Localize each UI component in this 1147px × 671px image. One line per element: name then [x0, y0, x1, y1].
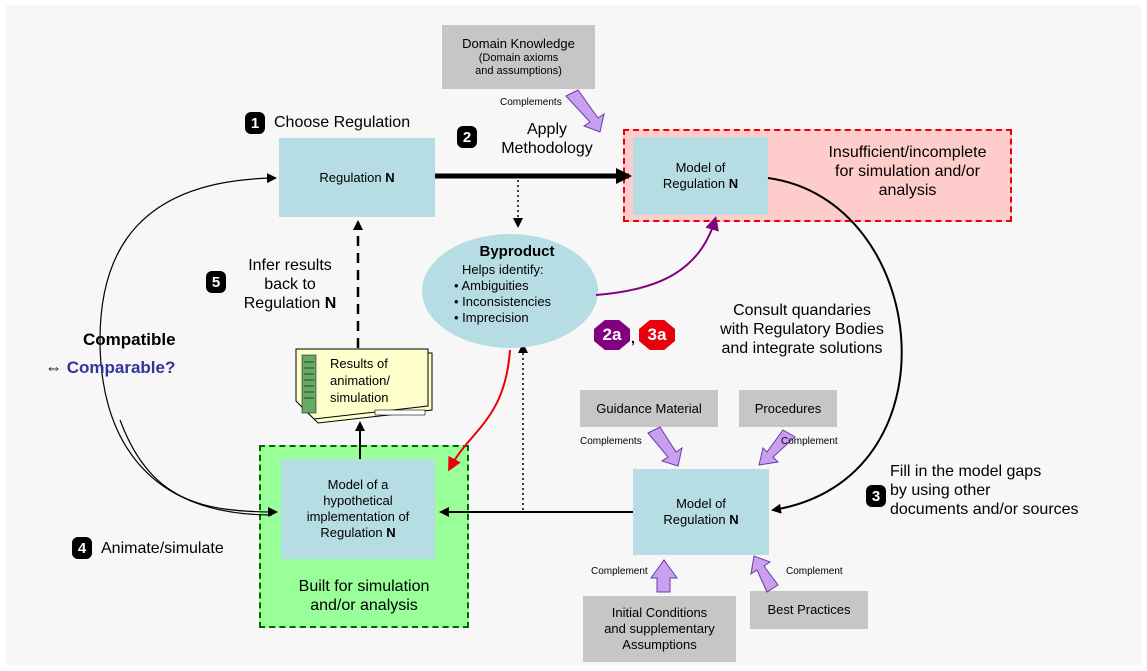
complement-initial-label: Complement — [591, 566, 648, 577]
step-5-line3: Regulation — [243, 295, 325, 312]
insufficient-line3: analysis — [878, 181, 937, 199]
hypothetical-model-box: Model of a hypothetical implementation o… — [281, 459, 435, 559]
regulation-box: Regulation N — [279, 138, 435, 217]
consult-line2: with Regulatory Bodies — [720, 321, 884, 338]
model-top-n: N — [728, 176, 739, 191]
step-3-line2: by using other — [890, 482, 991, 499]
guidance-material-box: Guidance Material — [580, 390, 718, 427]
insufficient-line1: Insufficient/incomplete — [828, 143, 987, 161]
procedures-label: Procedures — [754, 400, 822, 416]
byproduct-item-text: Ambiguities — [461, 278, 529, 293]
badge-2a: 2a — [594, 320, 630, 350]
compatible-label: Compatible — [83, 330, 176, 349]
byproduct-item: • Ambiguities — [454, 278, 529, 293]
initial-conditions-line3: Assumptions — [622, 637, 697, 652]
equivalence-symbol: ⇔ — [45, 358, 62, 377]
compatible-loop-lower — [119, 419, 278, 517]
consult-line3: and integrate solutions — [721, 340, 883, 357]
model-bottom-line2: Regulation — [663, 512, 730, 527]
procedures-complement-arrow — [758, 429, 796, 466]
model-bottom-n: N — [729, 512, 739, 527]
results-line1: Results of — [330, 356, 388, 371]
fill-gaps-curve — [767, 177, 903, 514]
step-2-line1: Apply — [526, 121, 568, 138]
initial-conditions-line2: and supplementary — [604, 621, 715, 636]
step-3-label: Fill in the model gaps by using other do… — [890, 462, 1130, 519]
complements-domain-label: Complements — [500, 97, 562, 108]
model-top-line2: Regulation — [662, 176, 729, 191]
step-3-line1: Fill in the model gaps — [890, 463, 1042, 480]
built-label: Built for simulation and/or analysis — [262, 574, 466, 618]
hypothetical-line3: implementation of — [306, 509, 410, 524]
initial-conditions-box: Initial Conditions and supplementary Ass… — [583, 596, 736, 662]
purple-arrow — [595, 216, 719, 296]
model-top-box: Model of Regulation N — [633, 137, 768, 215]
byproduct-title: Byproduct — [479, 243, 555, 260]
built-line1: Built for simulation — [298, 578, 430, 595]
step-4-label: Animate/simulate — [101, 540, 224, 557]
regulation-label: Regulation — [319, 169, 386, 185]
byproduct-subtitle: Helps identify: — [462, 262, 544, 277]
step-1-label: Choose Regulation — [274, 114, 411, 131]
step-5-n: N — [324, 295, 337, 312]
domain-knowledge-line2: (Domain axioms — [478, 52, 559, 64]
byproduct-item: • Imprecision — [454, 310, 529, 325]
insufficient-label: Insufficient/incomplete for simulation a… — [805, 136, 1010, 206]
hypothetical-n: N — [386, 525, 396, 540]
step-5-badge: 5 — [206, 271, 226, 293]
step-1-badge: 1 — [245, 112, 265, 134]
domain-knowledge-line3: and assumptions) — [475, 65, 562, 77]
hypothetical-line2: hypothetical — [323, 493, 393, 508]
domain-complements-arrow — [565, 89, 605, 133]
comparable-label: Comparable? — [66, 358, 176, 377]
step-2-line2: Methodology — [501, 140, 593, 157]
domain-knowledge-box: Domain Knowledge (Domain axioms and assu… — [442, 25, 595, 89]
built-line2: and/or analysis — [310, 597, 418, 614]
regulation-n: N — [385, 169, 395, 185]
results-label: Results of animation/ simulation — [330, 355, 430, 406]
red-arrow — [448, 349, 511, 472]
step-5-label: Infer results back to Regulation N — [230, 256, 350, 313]
step-3-line3: documents and/or sources — [890, 501, 1079, 518]
best-complement-arrow — [750, 555, 779, 593]
complements-guidance-label: Complements — [580, 436, 642, 447]
insufficient-line2: for simulation and/or — [835, 162, 980, 180]
byproduct-item: • Inconsistencies — [454, 294, 552, 309]
consult-line1: Consult quandaries — [733, 302, 871, 319]
byproduct-item-text: Inconsistencies — [462, 294, 552, 309]
model-bottom-box: Model of Regulation N — [633, 469, 769, 555]
step-2-label: Apply Methodology — [482, 120, 612, 158]
complement-procedures-label: Complement — [781, 436, 838, 447]
guidance-material-label: Guidance Material — [596, 400, 702, 416]
byproduct-ellipse — [422, 234, 598, 348]
step-2-badge: 2 — [457, 126, 477, 148]
consult-label: Consult quandaries with Regulatory Bodie… — [682, 301, 922, 358]
model-bottom-line1: Model of — [676, 496, 726, 511]
domain-knowledge-title: Domain Knowledge — [462, 36, 575, 51]
byproduct-text: Byproduct Helps identify: • Ambiguities … — [432, 243, 592, 326]
diagram-canvas — [6, 5, 1142, 665]
guidance-complements-arrow — [647, 426, 683, 467]
initial-complement-arrow — [650, 559, 678, 593]
best-practices-label: Best Practices — [767, 602, 851, 617]
step-4-badge: 4 — [72, 537, 92, 559]
complement-best-label: Complement — [786, 566, 843, 577]
step-5-line1: Infer results — [248, 257, 332, 274]
best-practices-box: Best Practices — [750, 591, 868, 629]
comparable-row: ⇔ Comparable? — [45, 358, 175, 378]
results-line2: animation/ — [330, 373, 390, 388]
badge-separator: , — [631, 330, 635, 346]
procedures-box: Procedures — [739, 390, 837, 427]
hypothetical-line1: Model of a — [327, 477, 389, 492]
initial-conditions-line1: Initial Conditions — [611, 605, 708, 620]
results-line3: simulation — [330, 390, 389, 405]
step-3-badge: 3 — [866, 485, 886, 507]
results-document — [295, 348, 433, 424]
hypothetical-line4: Regulation — [320, 525, 387, 540]
badge-3a: 3a — [639, 320, 675, 350]
step-5-line2: back to — [264, 276, 316, 293]
byproduct-item-text: Imprecision — [462, 310, 529, 325]
model-top-line1: Model of — [675, 160, 726, 175]
